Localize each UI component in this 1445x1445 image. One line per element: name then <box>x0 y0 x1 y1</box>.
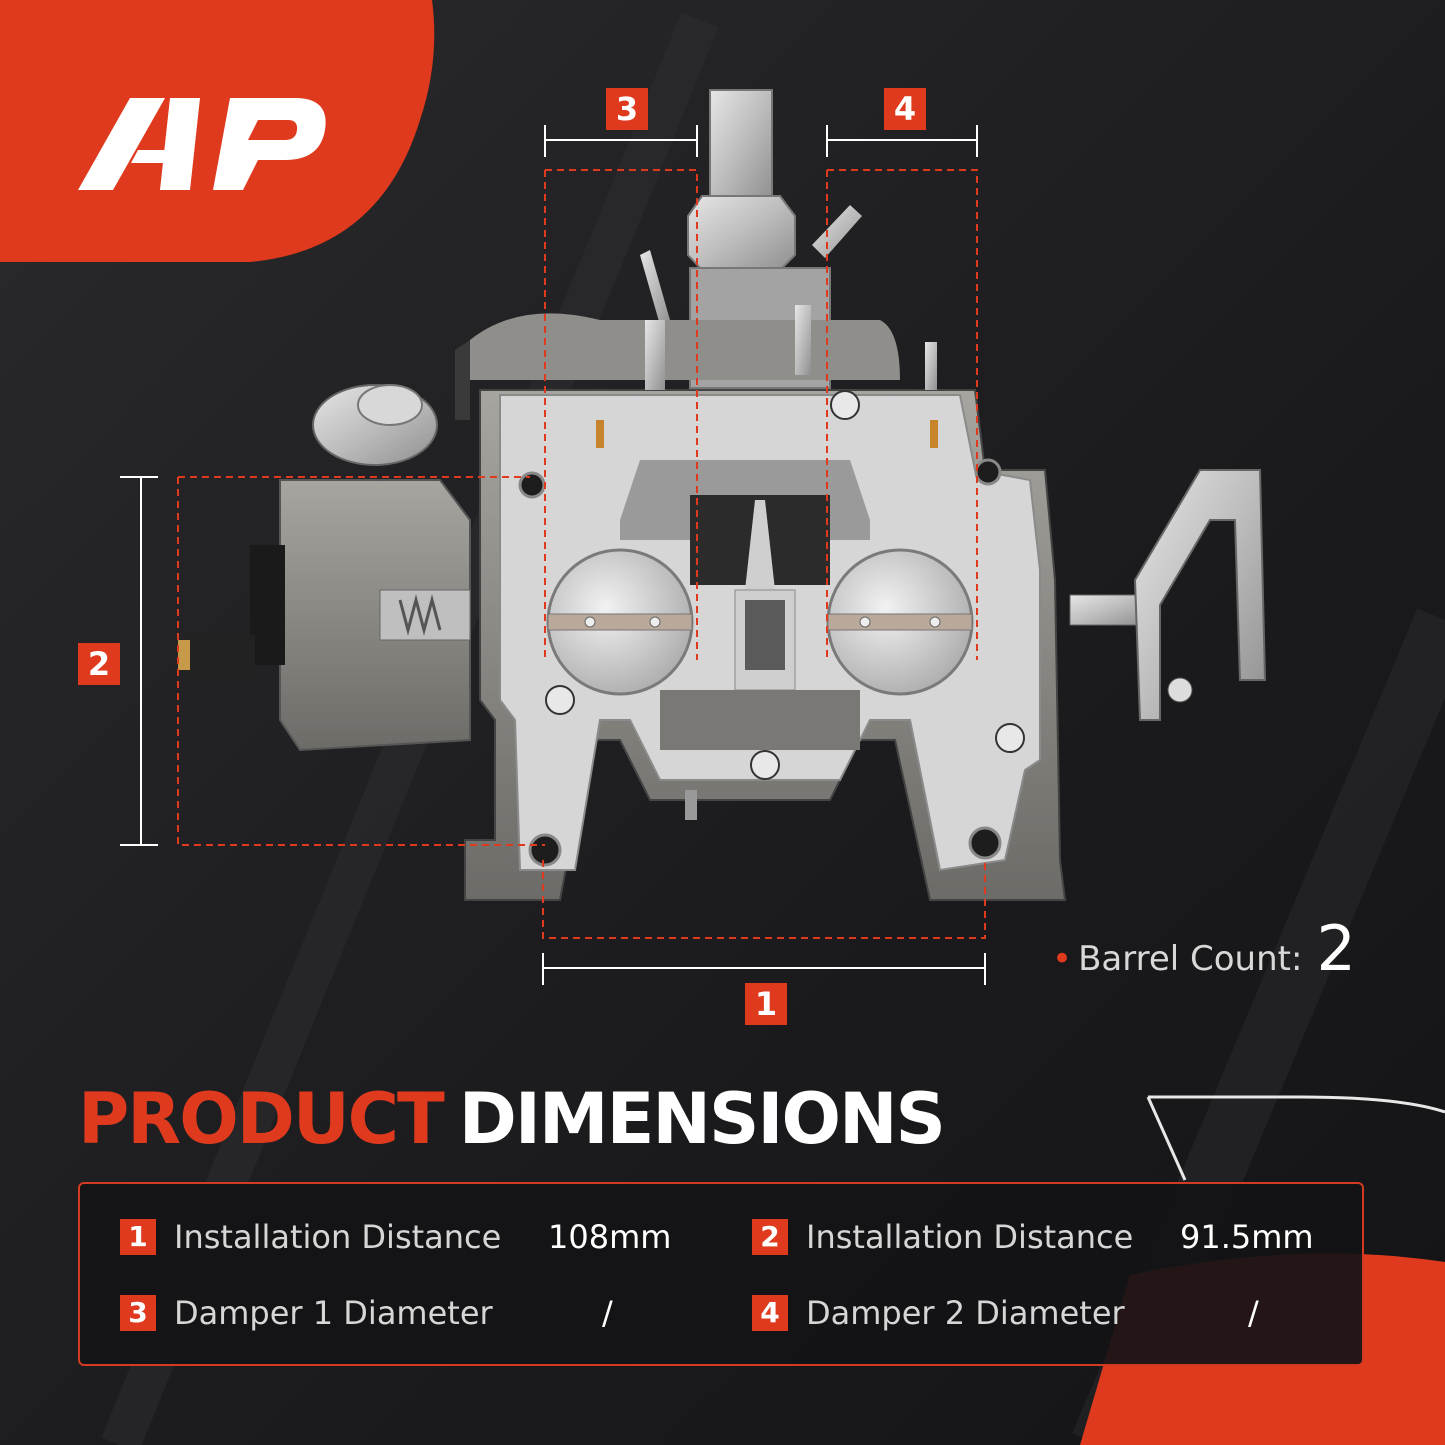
spec-value-3: / <box>602 1294 613 1332</box>
dimension-label-1: 1 <box>745 983 787 1025</box>
spec-number-3: 3 <box>120 1295 156 1331</box>
barrel-count: • Barrel Count: 2 <box>1052 912 1356 992</box>
spec-label-4: Damper 2 Diameter <box>806 1294 1125 1332</box>
dimension-label-3: 3 <box>606 88 648 130</box>
spec-value-1: 108mm <box>548 1218 672 1256</box>
spec-value-2: 91.5mm <box>1180 1218 1314 1256</box>
spec-item-4: 4 Damper 2 Diameter / <box>752 1292 1259 1334</box>
spec-number-1: 1 <box>120 1219 156 1255</box>
spec-label-3: Damper 1 Diameter <box>174 1294 493 1332</box>
dimension-label-4: 4 <box>884 88 926 130</box>
spec-number-2: 2 <box>752 1219 788 1255</box>
spec-value-4: / <box>1248 1294 1259 1332</box>
spec-item-1: 1 Installation Distance 108mm <box>120 1216 671 1258</box>
spec-label-2: Installation Distance <box>806 1218 1134 1256</box>
title-part-product: PRODUCT <box>78 1078 445 1160</box>
barrel-count-label: Barrel Count: <box>1078 939 1303 979</box>
barrel-count-value: 2 <box>1316 912 1356 985</box>
title-part-dimensions: DIMENSIONS <box>458 1078 946 1160</box>
spec-number-4: 4 <box>752 1295 788 1331</box>
dimension-label-2: 2 <box>78 643 120 685</box>
spec-label-1: Installation Distance <box>174 1218 502 1256</box>
bullet-icon: • <box>1052 939 1073 979</box>
specs-panel: 1 Installation Distance 108mm 2 Installa… <box>78 1182 1364 1366</box>
spec-item-3: 3 Damper 1 Diameter / <box>120 1292 613 1334</box>
brand-logo <box>0 0 435 262</box>
spec-item-2: 2 Installation Distance 91.5mm <box>752 1216 1314 1258</box>
